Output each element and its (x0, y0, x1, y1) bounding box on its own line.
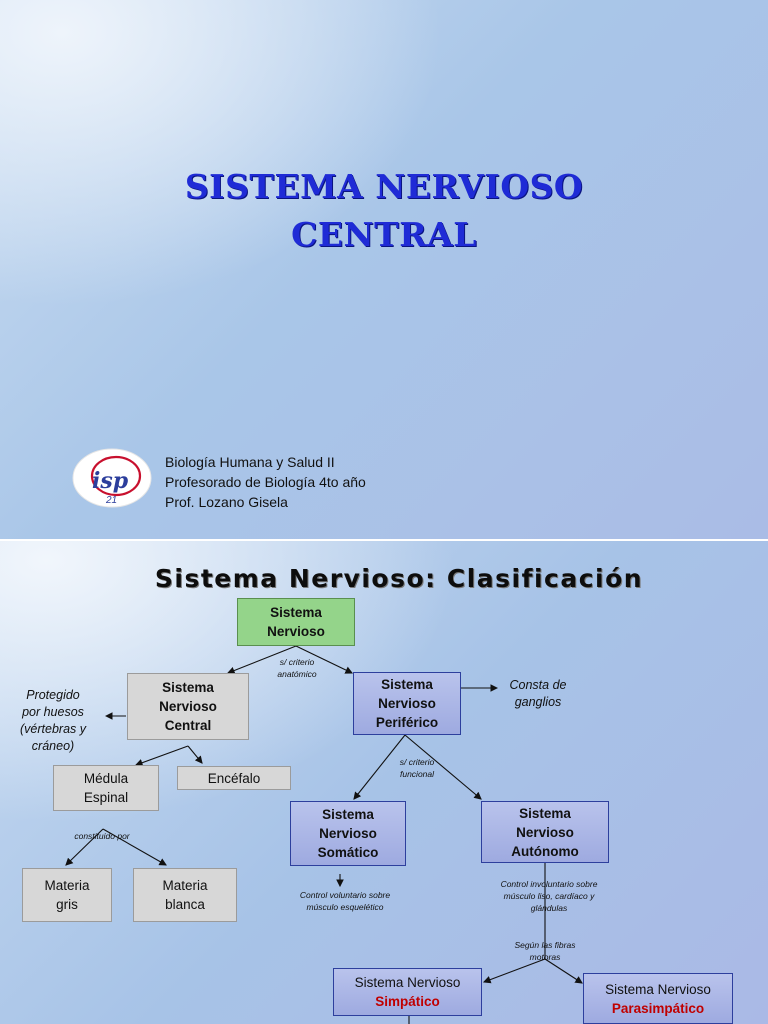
node-parasimpatico: Sistema Nervioso Parasimpático (583, 973, 733, 1024)
node-encefalo: Encéfalo (177, 766, 291, 790)
arrow-to-medula (134, 745, 189, 767)
note-control-voluntario: Control voluntario sobre músculo esquelé… (299, 890, 391, 912)
node-snp: Sistema Nervioso Periférico (353, 672, 461, 735)
title-slide: SISTEMA NERVIOSO CENTRAL isp 21 Biología… (0, 0, 768, 541)
node-label: Autónomo (511, 843, 579, 859)
node-somatico: Sistema Nervioso Somático (290, 801, 406, 866)
node-label: Somático (317, 845, 379, 860)
note-control-involuntario: Control involuntario sobre músculo liso,… (500, 879, 598, 913)
node-label: Nervioso (378, 696, 436, 711)
node-label: Médula (83, 771, 129, 786)
course-credits: Biología Humana y Salud II Profesorado d… (165, 452, 366, 512)
arrow-to-parasimpatico (544, 958, 583, 984)
node-label: Espinal (83, 790, 129, 805)
node-label: Nervioso (516, 824, 574, 840)
node-label: Sistema (519, 805, 571, 821)
course-name: Biología Humana y Salud II (165, 454, 335, 470)
node-label: Sistema Nervioso (605, 981, 711, 997)
arrow-to-autonomo (404, 734, 482, 800)
node-label: Sistema Nervioso (354, 975, 461, 990)
node-simpatico: Sistema Nervioso Simpático (333, 968, 482, 1016)
logo-number: 21 (105, 495, 117, 506)
note-fibras-motoras: Según las fibras motoras (514, 940, 576, 962)
node-label: Parasimpático (611, 1000, 705, 1016)
classification-slide: Sistema Nervioso: Clasificación (0, 541, 768, 1024)
node-snc: Sistema Nervioso Central (127, 673, 249, 740)
arrow-to-snc (226, 645, 297, 675)
node-label: Materia (162, 878, 208, 893)
node-label: Central (164, 718, 212, 733)
title-line-2: CENTRAL (291, 215, 477, 254)
node-label: Nervioso (159, 699, 217, 714)
slide-2-title: Sistema Nervioso: Clasificación (154, 564, 644, 593)
node-label: Periférico (375, 715, 439, 730)
node-label: Nervioso (319, 826, 377, 841)
arrow-to-gris (65, 828, 104, 866)
note-protegido: Protegido por huesos (vértebras y cráneo… (20, 688, 86, 753)
node-label: Sistema (322, 807, 374, 822)
arrow-to-snp (295, 645, 353, 674)
node-materia-blanca: Materia blanca (133, 868, 237, 922)
diagram-connectors (65, 645, 583, 1024)
professor-name: Prof. Lozano Gisela (165, 494, 288, 510)
node-label: Simpático (375, 994, 440, 1009)
arrow-to-simpatico (482, 958, 546, 984)
node-label: gris (56, 897, 78, 912)
arrow-to-blanca (102, 828, 167, 866)
note-constituido-por: constituido por (74, 831, 130, 841)
node-label: blanca (165, 897, 205, 912)
slide-separator (0, 539, 768, 542)
note-ganglios: Consta de ganglios (509, 678, 567, 709)
node-label: Sistema (162, 680, 214, 695)
node-label: Encéfalo (207, 770, 261, 786)
node-label: Materia (44, 878, 90, 893)
arrow-to-encefalo (187, 745, 203, 764)
node-label: Sistema (381, 677, 433, 692)
note-criterio-anatomico: s/ criterio anatómico (277, 657, 317, 679)
title-line-1: SISTEMA NERVIOSO (184, 167, 584, 206)
node-label: Sistema (270, 605, 322, 620)
program-name: Profesorado de Biología 4to año (165, 474, 366, 490)
node-label: Nervioso (267, 624, 325, 639)
node-sistema-nervioso: Sistema Nervioso (237, 598, 355, 646)
note-criterio-funcional: s/ criterio funcional (399, 757, 435, 779)
node-materia-gris: Materia gris (22, 868, 112, 922)
arrow-to-somatico (353, 734, 406, 800)
node-autonomo: Sistema Nervioso Autónomo (481, 801, 609, 863)
logo-text: isp (92, 468, 129, 494)
isp-logo: isp 21 (72, 448, 152, 508)
node-medula-espinal: Médula Espinal (53, 765, 159, 811)
slide-title: SISTEMA NERVIOSO CENTRAL (0, 163, 768, 259)
